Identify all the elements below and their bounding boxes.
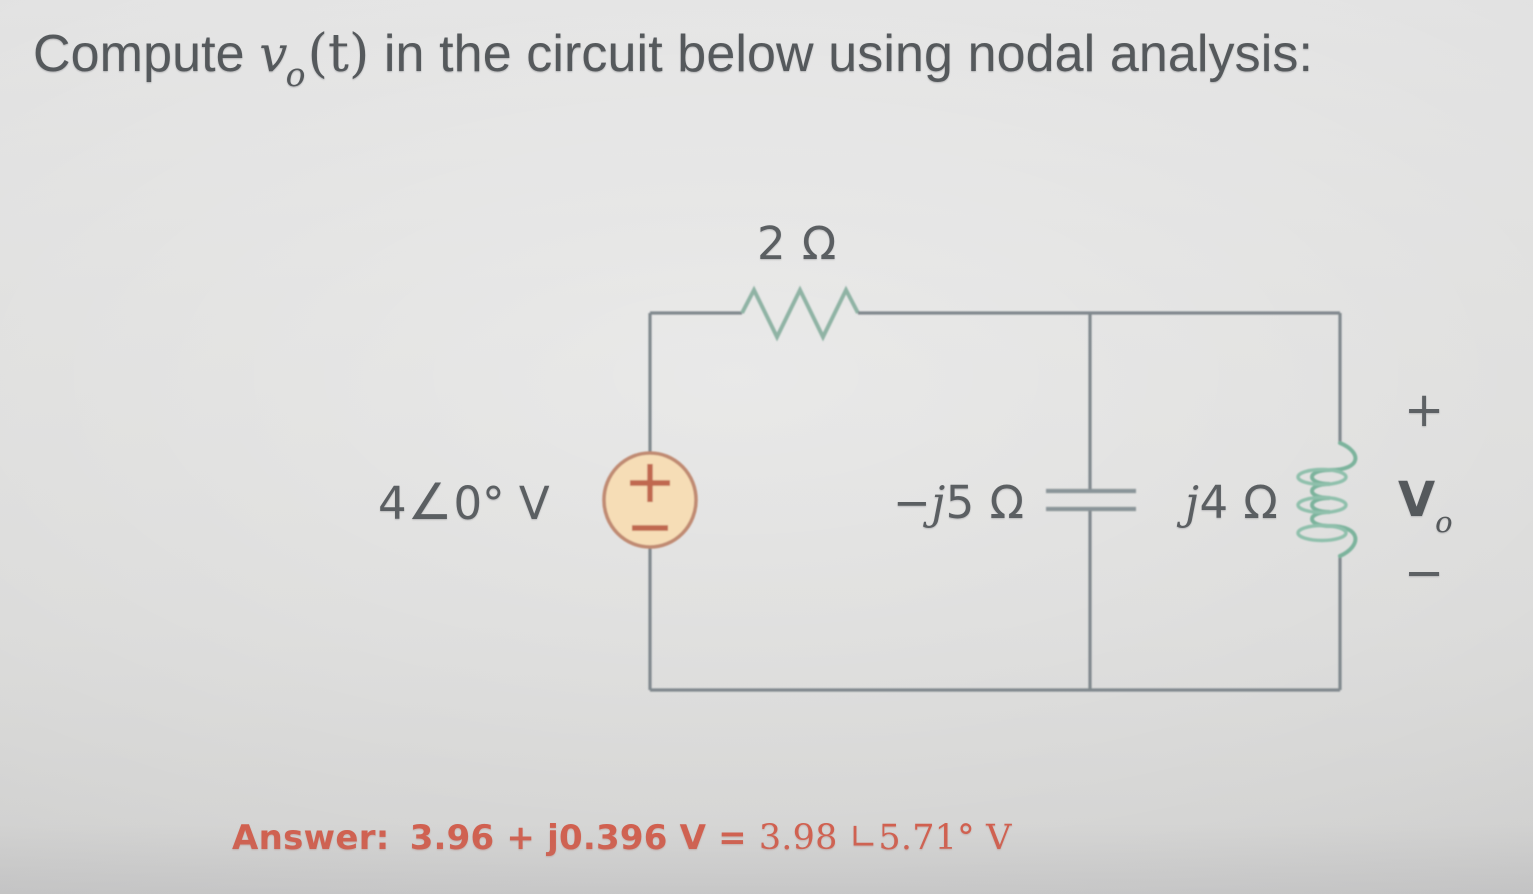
capacitor-j: j <box>931 476 946 529</box>
inductor-loop-1 <box>1296 467 1348 487</box>
source-magnitude: 4 <box>378 477 407 530</box>
output-voltage-name: V <box>1398 472 1436 528</box>
answer-polar: 3.98 ∟5.71° V <box>758 818 1012 858</box>
resistor-symbol <box>740 285 860 342</box>
answer-rectangular: 3.96 + j0.396 V = <box>409 818 747 858</box>
answer-label: Answer: <box>232 818 390 858</box>
inductor-loop-2 <box>1296 495 1348 515</box>
capacitor-sign: − <box>893 476 932 529</box>
answer-line: Answer: 3.96 + j0.396 V = 3.98 ∟5.71° V <box>232 818 1012 858</box>
source-plus-icon <box>630 464 670 502</box>
output-minus-polarity: − <box>1404 545 1445 601</box>
prompt-lead: Compute <box>33 25 260 83</box>
inductor-value: 4 Ω <box>1199 476 1279 529</box>
inductor-loop-3 <box>1296 523 1348 543</box>
source-angle: 0° V <box>453 477 550 530</box>
output-voltage-label: Vo <box>1398 472 1453 539</box>
capacitor-value: 5 Ω <box>945 476 1025 529</box>
prompt-variable: v <box>259 25 288 83</box>
output-voltage-subscript: o <box>1435 504 1453 539</box>
page-title: Compute vo(t) in the circuit below using… <box>33 24 1523 93</box>
resistor-label: 2 Ω <box>757 217 838 270</box>
inductor-label: j4 Ω <box>1185 476 1278 529</box>
prompt-argument: (t) <box>307 24 370 84</box>
capacitor-label: −j5 Ω <box>893 476 1025 529</box>
inductor-j: j <box>1185 476 1200 529</box>
prompt-variable-subscript: o <box>285 55 306 95</box>
voltage-source-label: 4∠0° V <box>378 473 550 531</box>
prompt-tail: in the circuit below using nodal analysi… <box>369 25 1314 83</box>
output-plus-polarity: + <box>1404 382 1445 438</box>
angle-icon: ∠ <box>407 473 453 531</box>
